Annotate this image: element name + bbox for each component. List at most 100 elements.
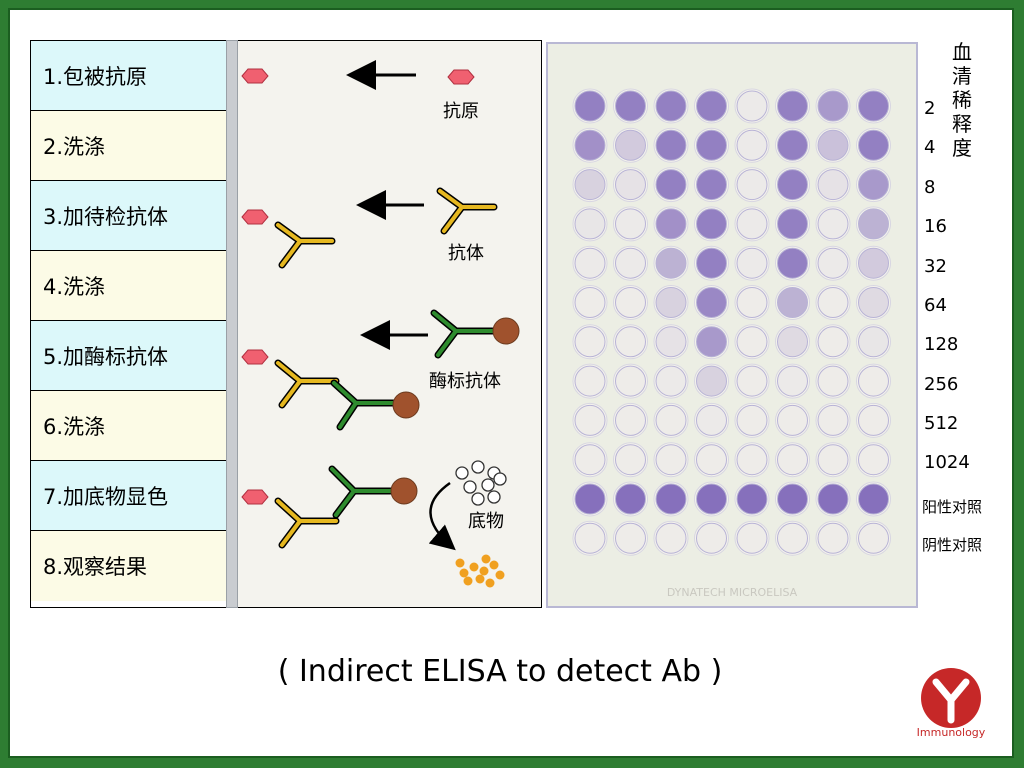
- plate-well: [817, 365, 849, 397]
- well-rim: [734, 206, 770, 242]
- well-rim: [734, 127, 770, 163]
- positive-control-label: 阳性对照: [922, 498, 983, 516]
- plate-well: [736, 129, 768, 161]
- plate-well: [777, 129, 808, 161]
- plate-well: [615, 129, 646, 161]
- plate-well: [696, 208, 727, 240]
- plate-well: [777, 208, 808, 240]
- plate-well: [655, 169, 687, 201]
- plate-well: [696, 404, 727, 436]
- well-rim: [613, 324, 648, 360]
- antibody-icon: [274, 359, 340, 409]
- antibody-label: 抗体: [448, 243, 484, 264]
- well-rim: [572, 442, 608, 478]
- plate-brand-text: DYNATECH MICROELISA: [667, 586, 798, 599]
- well-rim: [653, 442, 689, 478]
- well-rim: [694, 442, 729, 478]
- microplate-photo: DYNATECH MICROELISA: [546, 42, 918, 608]
- plate-well: [817, 129, 849, 161]
- plate-well: [615, 483, 646, 515]
- plate-well: [736, 90, 768, 122]
- plate-well: [736, 326, 768, 358]
- well-rim: [815, 285, 851, 320]
- dilution-value: 16: [924, 216, 947, 237]
- antibody-icon: [274, 497, 340, 549]
- step-2: 2.洗涤: [31, 111, 227, 181]
- well-rim: [572, 285, 608, 320]
- steps-list: 1.包被抗原 2.洗涤 3.加待检抗体 4.洗涤 5.加酶标抗体 6.洗涤 7.…: [30, 40, 228, 608]
- plate-well: [777, 247, 808, 279]
- well-rim: [572, 363, 608, 399]
- plate-well: [858, 287, 889, 318]
- plate-well: [696, 444, 727, 476]
- plate-well: [858, 326, 889, 358]
- well-rim: [815, 167, 851, 203]
- plate-well: [655, 483, 687, 515]
- dilution-value: 64: [924, 295, 947, 316]
- well-rim: [694, 520, 729, 556]
- negative-control-label: 阴性对照: [922, 536, 983, 554]
- well-rim: [775, 402, 810, 438]
- antigen-icon: [241, 68, 269, 84]
- plate-well: [777, 444, 808, 476]
- microplate-wells: DYNATECH MICROELISA: [572, 88, 891, 599]
- plate-well: [858, 365, 889, 397]
- plate-well: [696, 287, 727, 318]
- well-rim: [572, 206, 608, 242]
- well-rim: [734, 520, 770, 556]
- plate-well: [655, 90, 687, 122]
- well-rim: [856, 520, 891, 556]
- plate-well: [655, 326, 687, 358]
- well-rim: [613, 167, 648, 203]
- plate-well: [574, 326, 606, 358]
- plate-well: [858, 483, 889, 515]
- dilution-value: 128: [924, 334, 959, 355]
- step-3: 3.加待检抗体: [31, 181, 227, 251]
- plate-well: [817, 247, 849, 279]
- plate-well: [858, 208, 889, 240]
- plate-well: [655, 365, 687, 397]
- step-1: 1.包被抗原: [31, 41, 227, 111]
- plate-well: [817, 208, 849, 240]
- plate-well: [777, 522, 808, 554]
- plate-well: [574, 169, 606, 201]
- well-rim: [856, 442, 891, 478]
- plate-well: [817, 483, 849, 515]
- plate-well: [736, 483, 768, 515]
- plate-well: [736, 169, 768, 201]
- dilution-value: 1024: [924, 452, 970, 473]
- logo-text: Immunology: [916, 726, 986, 739]
- plate-well: [736, 404, 768, 436]
- well-rim: [734, 245, 770, 281]
- plate-well: [615, 247, 646, 279]
- well-rim: [775, 520, 810, 556]
- substrate-label: 底物: [468, 511, 504, 532]
- well-surface-divider: [226, 40, 238, 608]
- well-rim: [815, 402, 851, 438]
- plate-well: [777, 404, 808, 436]
- well-rim: [694, 363, 729, 399]
- caption: ( Indirect ELISA to detect Ab ): [277, 654, 723, 689]
- well-rim: [815, 442, 851, 478]
- well-rim: [734, 363, 770, 399]
- well-rim: [613, 285, 648, 320]
- well-rim: [856, 206, 891, 242]
- well-rim: [815, 206, 851, 242]
- plate-well: [736, 208, 768, 240]
- well-rim: [734, 402, 770, 438]
- dilution-value: 32: [924, 256, 947, 277]
- step-6: 6.洗涤: [31, 391, 227, 461]
- plate-well: [858, 404, 889, 436]
- plate-well: [817, 90, 849, 122]
- well-rim: [815, 363, 851, 399]
- plate-well: [655, 287, 687, 318]
- well-rim: [653, 245, 689, 281]
- well-rim: [856, 285, 891, 320]
- well-rim: [613, 363, 648, 399]
- well-rim: [815, 245, 851, 281]
- well-rim: [572, 402, 608, 438]
- plate-well: [817, 404, 849, 436]
- plate-well: [615, 90, 646, 122]
- plate-well: [696, 90, 727, 122]
- antigen-label: 抗原: [443, 101, 479, 122]
